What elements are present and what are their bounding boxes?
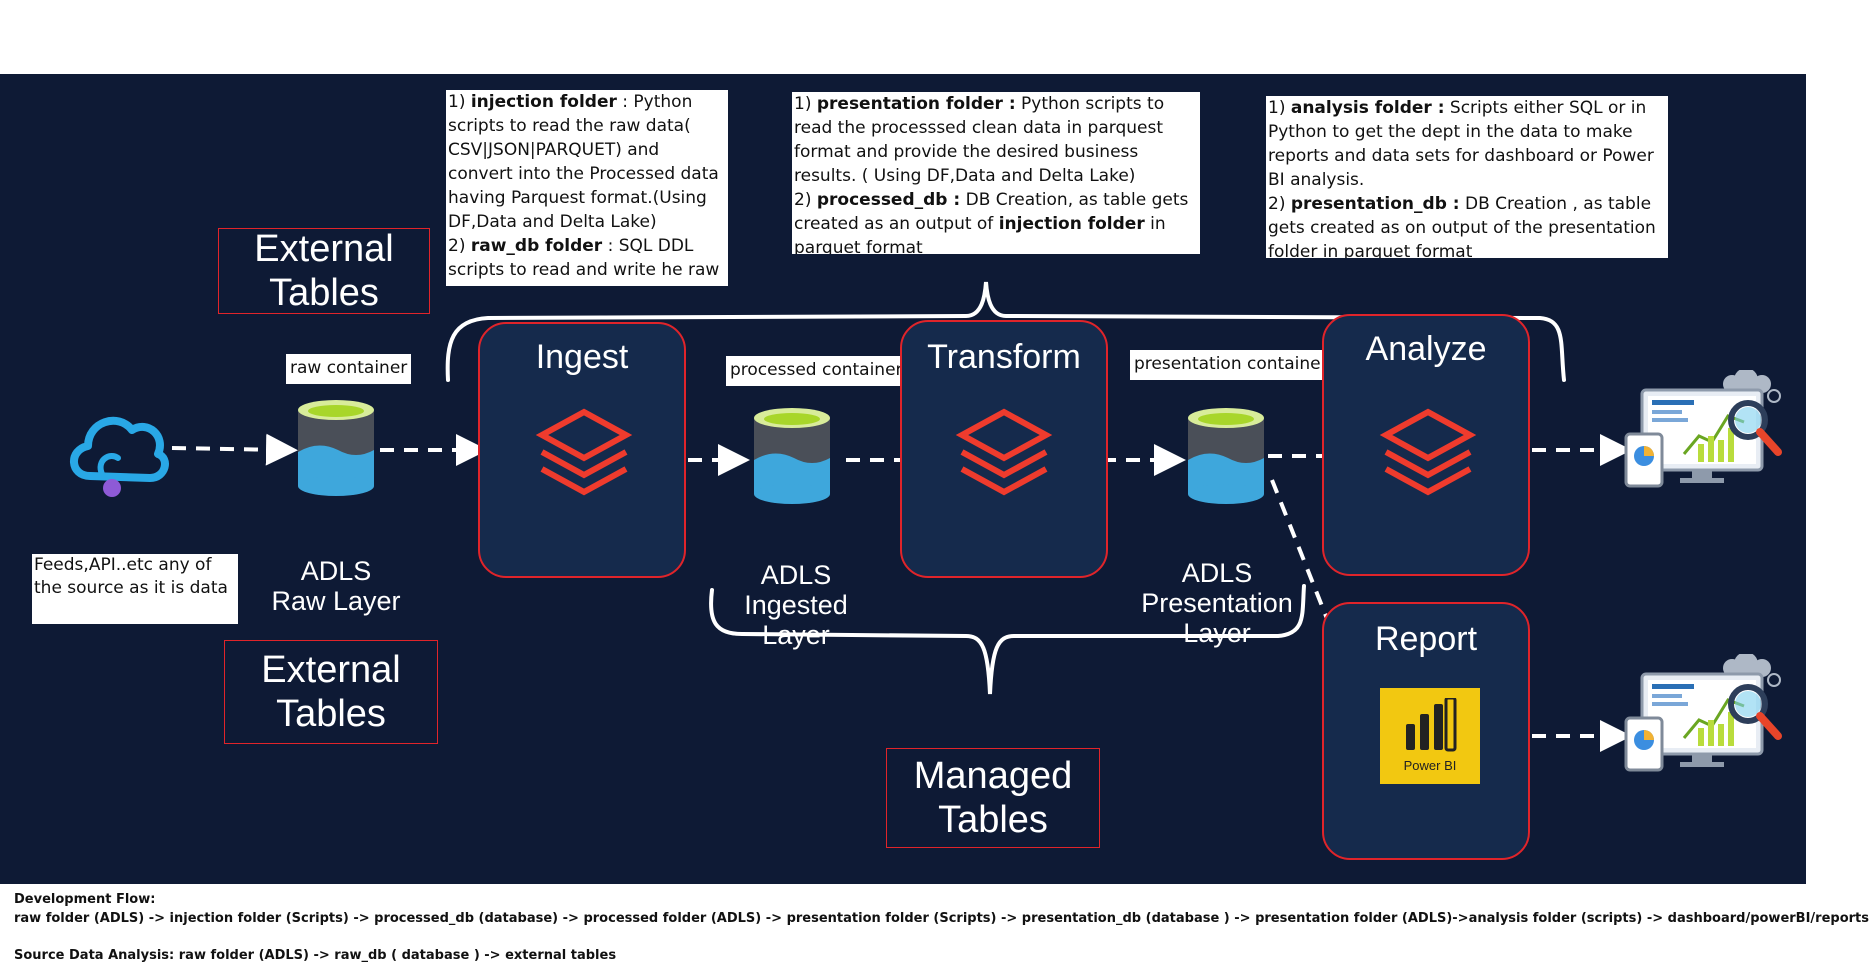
architecture-diagram: External Tables 1) injection folder : Py… (0, 74, 1806, 884)
dashboard-analytics-icon (1624, 370, 1784, 490)
analyze-note-p2-prefix: 2) (1268, 194, 1291, 214)
powerbi-logo: Power BI (1380, 688, 1480, 784)
top-brace (445, 281, 1566, 382)
adls-ingested-line3: Layer (762, 620, 830, 650)
external-tables-bottom: External Tables (224, 640, 438, 744)
adls-presentation-line2: Presentation (1141, 588, 1293, 618)
adls-ingested-layer-label: ADLS Ingested Layer (716, 560, 876, 650)
adls-ingested-line2: Ingested (744, 590, 848, 620)
external-tables-bottom-line1: External (261, 649, 401, 691)
raw-container-tag: raw container (286, 354, 412, 384)
adls-raw-line2: Raw Layer (271, 586, 401, 616)
external-tables-top-line2: Tables (269, 272, 379, 314)
adls-presentation-icon (1186, 406, 1266, 506)
footer-title: Development Flow: (14, 892, 156, 907)
adls-presentation-line3: Layer (1183, 618, 1251, 648)
source-note-text: Feeds,API..etc any of the source as it i… (34, 555, 228, 598)
report-stage-title: Report (1374, 620, 1478, 658)
databricks-ingest-icon (534, 408, 634, 498)
ingest-note-p2-prefix: 2) (448, 236, 471, 256)
external-tables-bottom-line2: Tables (276, 693, 386, 735)
presentation-container-tag: presentation container (1130, 350, 1332, 380)
adls-raw-layer-label: ADLS Raw Layer (256, 556, 416, 616)
transform-note-p2-text: DB Creation, as table gets created as an… (794, 190, 1189, 234)
transform-stage-title: Transform (927, 338, 1081, 376)
report-stage: Report Power BI (1322, 602, 1530, 860)
adls-presentation-line1: ADLS (1181, 558, 1253, 588)
analyze-stage-title: Analyze (1365, 330, 1487, 368)
analyze-note-p2-text: DB Creation , as table gets created as o… (1268, 194, 1656, 258)
raw-container-label: raw container (290, 358, 408, 378)
transform-note: 1) presentation folder : Python scripts … (792, 92, 1200, 254)
transform-note-p2-prefix: 2) (794, 190, 817, 210)
analyze-note: 1) analysis folder : Scripts either SQL … (1266, 96, 1668, 258)
databricks-analyze-icon (1378, 408, 1478, 498)
adls-ingested-line1: ADLS (760, 560, 832, 590)
ingest-note-p2-bold: raw_db folder (470, 236, 603, 256)
external-tables-top: External Tables (218, 228, 430, 314)
processed-container-label: processed container (730, 360, 903, 380)
processed-container-tag: processed container (726, 356, 907, 386)
footer-flow: raw folder (ADLS) -> injection folder (S… (14, 911, 1869, 926)
transform-note-p1-prefix: 1) (794, 94, 817, 114)
analyze-note-p1-text: Scripts either SQL or in Python to get t… (1268, 98, 1654, 190)
transform-note-p1-bold: presentation folder : (816, 94, 1016, 114)
powerbi-icon (1406, 698, 1457, 752)
managed-tables-line2: Tables (938, 799, 1048, 841)
adls-ingested-icon (752, 406, 832, 506)
ingest-stage-title: Ingest (535, 338, 629, 376)
arrow-source-to-raw (171, 433, 298, 466)
transform-note-p1-text: Python scripts to read the processsed cl… (794, 94, 1165, 186)
analyze-note-p1-bold: analysis folder : (1290, 98, 1445, 118)
databricks-transform-icon (954, 408, 1054, 498)
analyze-note-p1-prefix: 1) (1268, 98, 1291, 118)
bottom-brace (709, 584, 1306, 695)
transform-note-p2-text2: in parquet format (794, 214, 1166, 254)
source-note: Feeds,API..etc any of the source as it i… (32, 554, 238, 624)
analyze-stage: Analyze (1322, 314, 1530, 576)
powerbi-label: Power BI (1403, 758, 1457, 773)
adls-raw-line1: ADLS (300, 556, 372, 586)
transform-stage: Transform (900, 320, 1108, 578)
ingest-note-p2-text: : SQL DDL scripts to read and write he r… (448, 236, 720, 286)
ingest-note-p1-bold: injection folder (470, 92, 617, 112)
adls-presentation-layer-label: ADLS Presentation Layer (1132, 558, 1302, 648)
transform-note-p2-bold: processed_db : (816, 190, 961, 210)
presentation-container-label: presentation container (1134, 354, 1328, 374)
cloud-source-icon (70, 416, 169, 497)
managed-tables: Managed Tables (886, 748, 1100, 848)
dashboard-reports-icon (1624, 654, 1784, 774)
ingest-stage: Ingest (478, 322, 686, 578)
adls-raw-icon (296, 398, 376, 498)
ingest-note: 1) injection folder : Python scripts to … (446, 90, 728, 286)
managed-tables-line1: Managed (913, 755, 1073, 797)
ingest-note-p1-prefix: 1) (448, 92, 471, 112)
ingest-note-p1-text: : Python scripts to read the raw data( C… (448, 92, 719, 232)
footer-source-analysis: Source Data Analysis: raw folder (ADLS) … (14, 948, 617, 963)
transform-note-p2-bold2: injection folder (998, 214, 1145, 234)
analyze-note-p2-bold: presentation_db : (1290, 194, 1460, 214)
external-tables-top-line1: External (254, 228, 394, 270)
